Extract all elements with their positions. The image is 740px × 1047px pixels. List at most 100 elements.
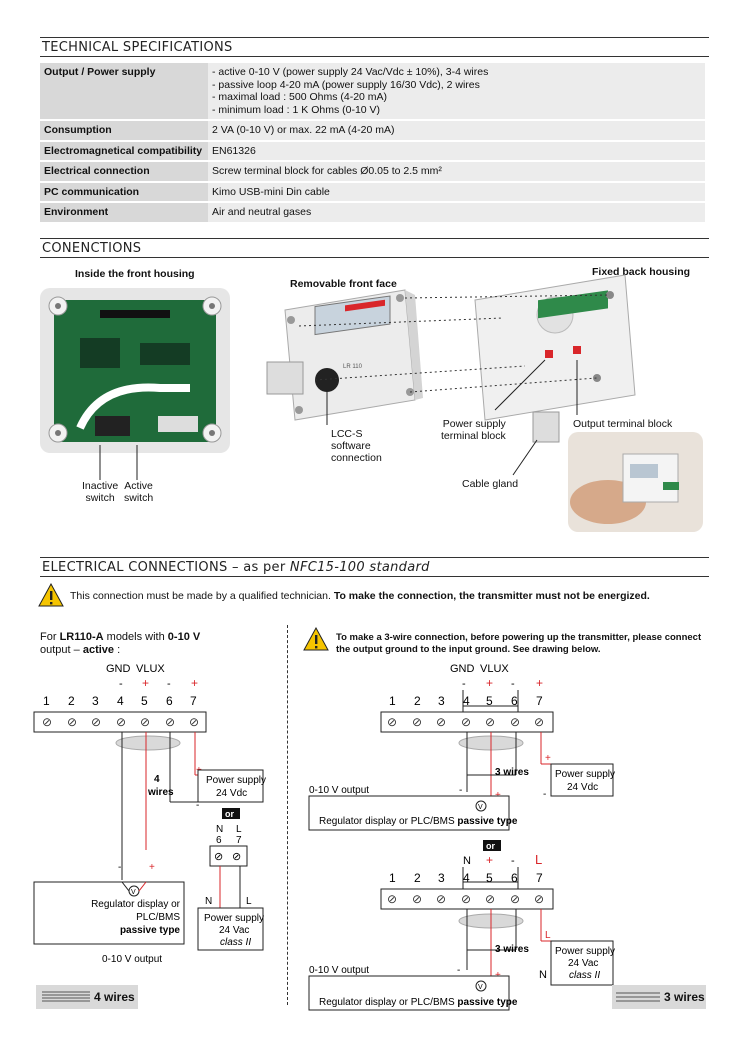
spec-key: PC communication <box>40 181 208 203</box>
spec-value: EN61326 <box>208 140 705 162</box>
svg-text:-: - <box>462 678 466 690</box>
svg-text:2: 2 <box>414 694 421 708</box>
svg-text:-: - <box>119 678 123 690</box>
table-row: Electrical connection Screw terminal blo… <box>40 161 705 183</box>
svg-text:+: + <box>486 676 493 690</box>
device-label: LR 110 <box>343 364 363 370</box>
warning-icon <box>303 627 329 651</box>
ps-vdc-label: Power supply <box>206 775 266 786</box>
svg-text:⊘: ⊘ <box>412 892 422 906</box>
svg-text:1: 1 <box>389 871 396 885</box>
svg-text:N: N <box>463 855 471 867</box>
svg-text:-: - <box>167 678 171 690</box>
svg-text:0-10 V output: 0-10 V output <box>309 785 369 796</box>
svg-text:+: + <box>545 753 551 764</box>
right-warning-text: To make a 3-wire connection, before powe… <box>336 632 702 655</box>
svg-text:-: - <box>511 678 515 690</box>
label-cable-gland: Cable gland <box>462 478 519 490</box>
svg-text:5: 5 <box>486 694 493 708</box>
svg-text:7: 7 <box>536 871 543 885</box>
spec-key: Consumption <box>40 120 208 142</box>
wiring-diagram-4wires: GND VLUX - + - + 1 2 3 4 5 6 7 ⊘⊘⊘⊘ ⊘⊘⊘ … <box>33 663 266 965</box>
terminal-number: 4 <box>117 694 124 708</box>
terminal-number: 2 <box>68 694 75 708</box>
svg-text:V: V <box>478 804 483 811</box>
pcb-drawing <box>48 296 222 443</box>
spec-key: Environment <box>40 202 208 224</box>
svg-text:6: 6 <box>511 871 518 885</box>
svg-text:⊘: ⊘ <box>461 715 471 729</box>
svg-text:⊘: ⊘ <box>485 892 495 906</box>
svg-text:5: 5 <box>486 871 493 885</box>
svg-text:⊘: ⊘ <box>387 715 397 729</box>
footer-tag-3wires: 3 wires <box>612 985 706 1009</box>
caption-fixed-back: Fixed back housing <box>592 266 691 278</box>
or-badge: or <box>225 809 234 819</box>
terminal-number: 6 <box>166 694 173 708</box>
spec-key: Output / Power supply <box>40 63 208 121</box>
svg-text:2: 2 <box>414 871 421 885</box>
divider <box>287 625 288 1005</box>
warning-icon <box>38 583 64 607</box>
svg-text:6: 6 <box>216 835 222 846</box>
svg-text:-: - <box>118 862 121 873</box>
svg-text:L: L <box>236 824 242 835</box>
hand-photo <box>568 432 703 532</box>
svg-text:-: - <box>457 965 460 976</box>
svg-text:or: or <box>486 841 495 851</box>
svg-text:⊘: ⊘ <box>91 715 101 729</box>
label-output-terminal: Output terminal block <box>573 418 673 430</box>
svg-text:⊘: ⊘ <box>42 715 52 729</box>
svg-text:-: - <box>196 800 199 811</box>
svg-text:⊘: ⊘ <box>510 892 520 906</box>
svg-text:N: N <box>539 969 547 981</box>
section-title-electrical: ELECTRICAL CONNECTIONS – as per NFC15-10… <box>40 557 709 577</box>
svg-text:⊘: ⊘ <box>140 715 150 729</box>
footer-tag-4wires: 4 wires <box>36 985 138 1009</box>
terminal-number: 3 <box>92 694 99 708</box>
spec-line: - passive loop 4-20 mA (power supply 16/… <box>212 78 480 91</box>
svg-text:⊘: ⊘ <box>436 715 446 729</box>
spec-value: - active 0-10 V (power supply 24 Vac/Vdc… <box>208 63 705 121</box>
svg-text:24 Vac: 24 Vac <box>219 925 249 936</box>
svg-text:N: N <box>205 896 212 907</box>
warning-text: This connection must be made by a qualif… <box>70 590 650 602</box>
svg-text:Regulator display or PLC/BMS p: Regulator display or PLC/BMS passive typ… <box>319 997 518 1008</box>
label-vlux: VLUX <box>136 663 165 675</box>
spec-value: Kimo USB-mini Din cable <box>208 181 705 203</box>
table-row: Electromagnetical compatibility EN61326 <box>40 140 705 162</box>
section-title-connections: CONENCTIONS <box>40 238 709 258</box>
svg-text:V: V <box>131 889 136 896</box>
svg-text:class II: class II <box>220 937 251 948</box>
regulator-right: Regulator display or PLC/BMS passive typ… <box>319 816 518 827</box>
svg-text:6: 6 <box>511 694 518 708</box>
table-row: PC communication Kimo USB-mini Din cable <box>40 181 705 203</box>
svg-text:⊘: ⊘ <box>534 715 544 729</box>
spec-key: Electromagnetical compatibility <box>40 140 208 162</box>
svg-text:L: L <box>545 930 551 941</box>
spec-value: Screw terminal block for cables Ø0.05 to… <box>208 161 705 183</box>
switch-pointers <box>99 445 138 480</box>
svg-text:L: L <box>535 852 542 867</box>
svg-text:4: 4 <box>463 694 470 708</box>
svg-text:GND: GND <box>450 663 475 675</box>
svg-text:4 wires: 4 wires <box>147 774 174 798</box>
svg-text:+: + <box>149 862 155 873</box>
svg-text:⊘: ⊘ <box>387 892 397 906</box>
terminal-number: 7 <box>190 694 197 708</box>
svg-text:+: + <box>486 853 493 867</box>
svg-text:3 wires: 3 wires <box>495 767 529 778</box>
caption-inside-front: Inside the front housing <box>75 268 195 280</box>
svg-text:0-10 V output: 0-10 V output <box>309 965 369 976</box>
table-row: Output / Power supply - active 0-10 V (p… <box>40 63 705 121</box>
device-illustration: LR 110 <box>266 274 636 476</box>
svg-text:+: + <box>142 676 149 690</box>
svg-text:PLC/BMS: PLC/BMS <box>136 912 180 923</box>
svg-text:VLUX: VLUX <box>480 663 509 675</box>
label-gnd: GND <box>106 663 131 675</box>
svg-text:V: V <box>478 984 483 991</box>
